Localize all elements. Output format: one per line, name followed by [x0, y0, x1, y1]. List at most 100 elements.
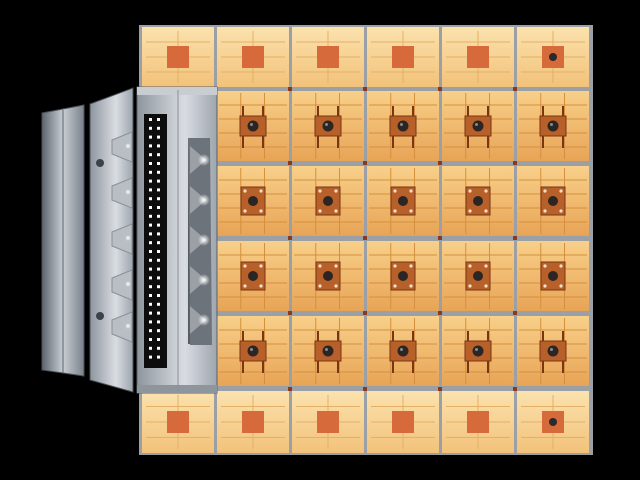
status-led: [157, 329, 160, 333]
status-led: [157, 241, 160, 245]
socket-icon: [247, 345, 259, 357]
bolt-icon: [318, 209, 322, 213]
socket-icon: [472, 120, 484, 132]
socket-icon: [248, 196, 258, 206]
center-marker: [392, 411, 414, 433]
bolt-icon: [559, 189, 563, 193]
bolt-icon: [468, 264, 472, 268]
grout-joint: [363, 236, 367, 240]
bolt-icon: [334, 209, 338, 213]
grout-joint: [513, 87, 517, 91]
floor-tile-3-2: [292, 241, 364, 311]
vent-light: [125, 189, 131, 195]
side-light: [198, 154, 210, 166]
center-marker: [317, 411, 339, 433]
status-led: [157, 276, 160, 280]
bolt-icon: [393, 284, 397, 288]
rack-bottom-edge: [137, 385, 217, 393]
bolt-icon: [543, 189, 547, 193]
grout-joint: [288, 87, 292, 91]
socket-icon: [548, 271, 558, 281]
status-led: [149, 135, 152, 139]
vent-light: [125, 281, 131, 287]
floor-tile-4-1: [217, 316, 289, 386]
floor-tile-4-4: [442, 316, 514, 386]
socket-icon: [322, 120, 334, 132]
status-led: [149, 329, 152, 333]
status-led: [157, 223, 160, 227]
grout-joint: [438, 161, 442, 165]
status-led: [149, 153, 152, 157]
socket-icon: [323, 196, 333, 206]
socket-highlight: [400, 348, 403, 351]
floor-tile-2-5: [517, 166, 589, 236]
center-marker: [242, 46, 264, 68]
socket-icon: [248, 271, 258, 281]
floor-tile-0-2: [292, 27, 364, 87]
socket-icon: [323, 271, 333, 281]
socket-icon: [547, 120, 559, 132]
bolt-icon: [409, 284, 413, 288]
floor-tile-0-3: [367, 27, 439, 87]
bolt-icon: [484, 284, 488, 288]
socket-highlight: [325, 348, 328, 351]
bolt-icon: [318, 284, 322, 288]
status-led: [157, 250, 160, 253]
bolt-icon: [409, 209, 413, 213]
bolt-icon: [318, 189, 322, 193]
socket-highlight: [325, 123, 328, 126]
floor-tile-4-2: [292, 316, 364, 386]
socket-icon: [548, 196, 558, 206]
socket-icon: [398, 196, 408, 206]
bolt-icon: [468, 189, 472, 193]
status-led: [149, 206, 152, 209]
status-led: [149, 118, 152, 121]
floor-tile-2-3: [367, 166, 439, 236]
grout-joint: [363, 161, 367, 165]
door-handle-icon: [96, 159, 104, 167]
grout-joint: [438, 311, 442, 315]
grout-joint: [438, 236, 442, 240]
grout-joint: [513, 161, 517, 165]
bolt-icon: [559, 284, 563, 288]
floor-tile-5-3: [367, 391, 439, 453]
vent-slat: [111, 269, 133, 301]
floor-tile-3-1: [217, 241, 289, 311]
bolt-icon: [484, 189, 488, 193]
status-led: [157, 118, 160, 121]
status-led: [157, 126, 160, 130]
center-marker: [167, 46, 189, 68]
center-marker: [242, 411, 264, 433]
floor-tile-5-1: [217, 391, 289, 453]
socket-icon: [397, 120, 409, 132]
status-led: [157, 258, 160, 262]
grout-joint: [438, 87, 442, 91]
grout-joint: [513, 236, 517, 240]
bolt-icon: [259, 189, 263, 193]
floor-tile-3-5: [517, 241, 589, 311]
vent-slat: [111, 177, 133, 209]
status-led: [149, 241, 152, 245]
side-light: [198, 274, 210, 286]
bolt-icon: [259, 264, 263, 268]
socket-highlight: [250, 348, 253, 351]
status-led: [157, 197, 160, 201]
bolt-icon: [468, 284, 472, 288]
status-led: [149, 223, 152, 227]
socket-icon: [322, 345, 334, 357]
grout-joint: [288, 161, 292, 165]
status-led: [149, 188, 152, 192]
floor-tile-3-3: [367, 241, 439, 311]
center-marker: [167, 411, 189, 433]
status-led: [157, 311, 160, 315]
status-led: [157, 135, 160, 139]
vent-slat: [111, 223, 133, 255]
floor-tile-0-5: [517, 27, 589, 87]
status-led: [149, 170, 152, 174]
floor-tile-5-2: [292, 391, 364, 453]
status-led: [149, 232, 152, 236]
status-led: [157, 285, 160, 289]
status-led: [149, 162, 152, 165]
socket-highlight: [475, 123, 478, 126]
